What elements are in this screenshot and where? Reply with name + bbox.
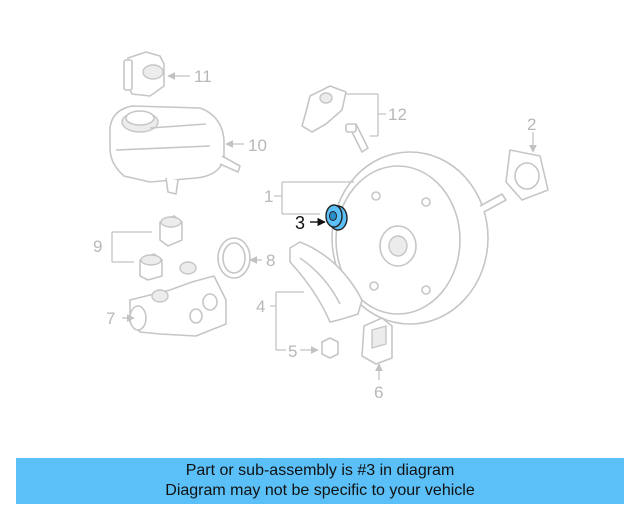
callout-6: 6 [374,383,383,402]
callout-1: 1 [264,187,273,206]
heat-shield-part[interactable] [289,241,363,323]
nut-part[interactable] [321,337,339,359]
cap-upper-part[interactable] [159,215,183,247]
callout-2: 2 [527,115,536,134]
bracket-block-part[interactable] [361,317,393,365]
callout-11: 11 [194,67,212,86]
fluid-reservoir-part[interactable] [109,105,241,195]
brake-booster-part[interactable] [331,151,507,325]
master-cylinder-part[interactable] [129,261,227,337]
callout-5: 5 [288,342,297,361]
callout-9: 9 [93,237,102,256]
banner-line-2: Diagram may not be specific to your vehi… [165,482,475,499]
o-ring-part[interactable] [217,237,251,279]
reservoir-cap-part[interactable] [123,51,165,97]
callout-12: 12 [388,105,407,124]
callout-7: 7 [106,309,115,328]
leader-1 [274,181,354,215]
parts-diagram: 11 10 12 2 1 [93,51,549,402]
callout-3: 3 [295,213,305,233]
info-banner: Part or sub-assembly is #3 in diagram Di… [16,458,624,504]
leader-9 [111,231,152,263]
callout-10: 10 [248,136,267,155]
grommet-part-highlighted[interactable] [325,204,348,231]
bolt-part[interactable] [345,123,369,153]
callout-4: 4 [256,297,265,316]
leader-12 [346,93,386,137]
banner-line-1: Part or sub-assembly is #3 in diagram [185,462,455,479]
sensor-bracket-part[interactable] [301,85,347,133]
gasket-part[interactable] [505,149,549,201]
leader-4 [270,291,304,351]
cap-lower-part[interactable] [139,253,163,281]
callout-8: 8 [266,251,275,270]
